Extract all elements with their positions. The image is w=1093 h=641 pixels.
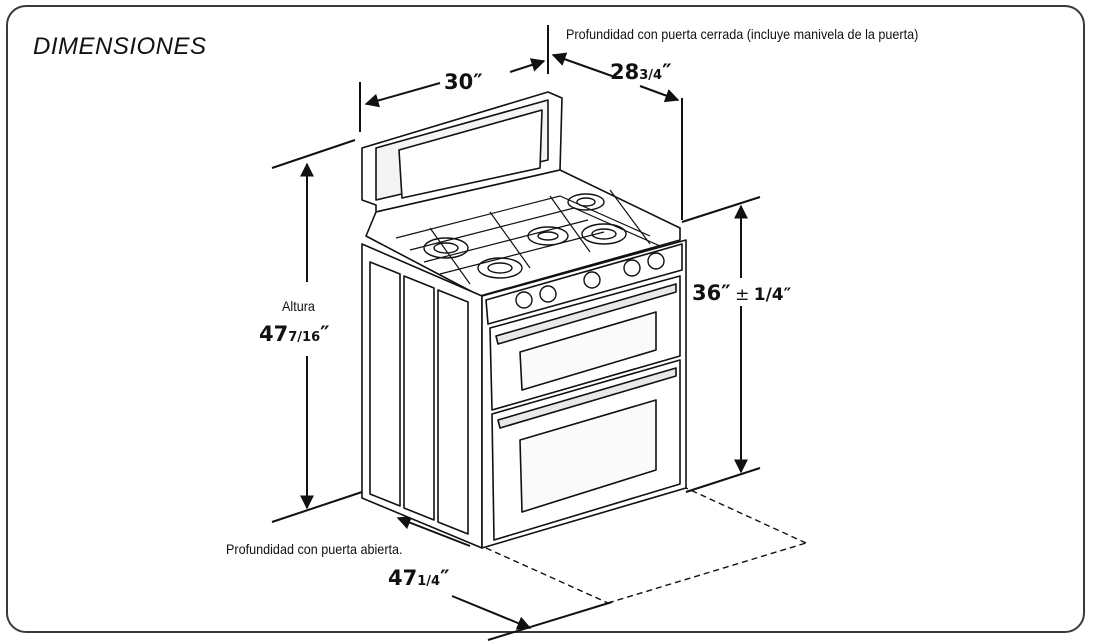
width-value: 30″ bbox=[444, 70, 483, 94]
height-caption: Altura bbox=[282, 298, 315, 314]
range-body bbox=[361, 91, 687, 549]
depth-open-arrow-left bbox=[396, 516, 471, 547]
page-title: DIMENSIONES bbox=[33, 33, 207, 60]
upper-door-handle bbox=[495, 283, 677, 345]
width-arrow-right bbox=[509, 58, 546, 73]
counter-height-value: 36″ ± 1/4″ bbox=[692, 281, 792, 305]
grates bbox=[395, 189, 661, 285]
depth-open-value: 471/4″ bbox=[388, 566, 450, 590]
depth-open-arrow-right bbox=[451, 595, 532, 630]
depth-open-extension bbox=[487, 601, 613, 641]
depth-closed-arrow-right bbox=[639, 85, 680, 103]
width-arrow-left bbox=[364, 82, 441, 108]
depth-closed-value: 283/4″ bbox=[610, 60, 672, 84]
depth-closed-arrow-left bbox=[551, 52, 613, 77]
counter-extension-top bbox=[681, 196, 761, 223]
knobs bbox=[515, 252, 665, 309]
open-door-footprint bbox=[485, 487, 807, 604]
height-extension-top bbox=[271, 139, 356, 169]
dimension-lines bbox=[271, 25, 761, 641]
figure-frame bbox=[6, 5, 1085, 633]
depth-closed-caption: Profundidad con puerta cerrada (incluye … bbox=[566, 26, 919, 42]
depth-open-caption: Profundidad con puerta abierta. bbox=[226, 541, 403, 557]
height-extension-bottom bbox=[271, 491, 363, 523]
height-value: 477/16″ bbox=[259, 322, 330, 346]
counter-extension-bottom bbox=[685, 467, 761, 493]
lower-door-handle bbox=[497, 367, 677, 429]
backguard-window bbox=[398, 109, 543, 199]
